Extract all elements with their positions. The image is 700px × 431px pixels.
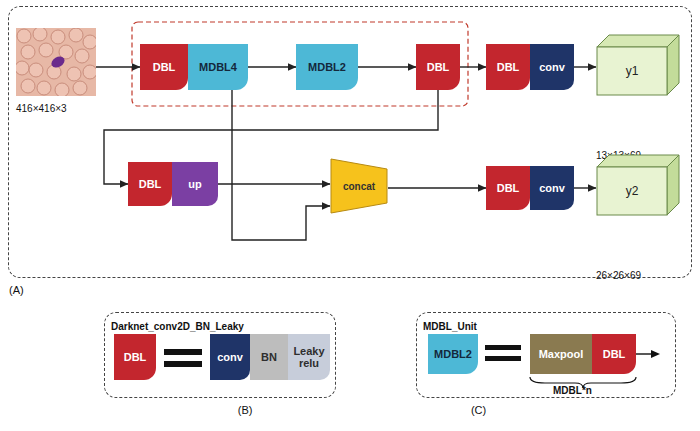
flow-arrow [388,187,486,188]
equals-bar [485,356,521,361]
node-text: conv [217,351,243,363]
conv-block: conv [530,166,574,210]
node-text: DBL [603,348,626,360]
dbl-block: DBL [128,162,172,206]
arrow-head [651,350,660,358]
dbl-block: DBL [416,44,460,90]
cell-image [16,28,96,96]
flow-arrow [358,66,416,67]
node-text: Maxpool [539,348,584,360]
node-text: 416×416×3 [16,103,67,114]
node-text: MDBL2 [434,348,472,360]
flow-arrow [574,187,596,188]
dbl-block: DBL [486,44,530,90]
concat-block: concat [330,158,388,214]
upsample-block: up [172,162,218,206]
maxpool-block: Maxpool [530,334,592,374]
mdbl-block: MDBL4 [188,44,248,90]
conv-block: conv [210,334,250,380]
flow-arrow [232,90,330,240]
node-text: 26×26×69 [596,270,641,281]
output-wire [636,353,652,354]
node-text: DBL [139,178,162,190]
panel-title: MDBL_Unit [423,321,477,332]
node-text: DBL [497,182,520,194]
flow-arrow [574,66,596,67]
equals-bar [164,349,202,355]
flow-arrow [248,66,296,67]
panel-caption: (C) [471,404,486,416]
repeat-label: MDBL*n [553,385,592,396]
node-text: BN [261,351,277,363]
equals-bar [485,345,521,350]
leaky-relu-block: Leaky relu [288,334,330,380]
input-image: 416×416×3 [16,28,96,112]
panel-title: Darknet_conv2D_BN_Leaky [111,321,244,332]
node-text: DBL [497,61,520,73]
node-text: y1 [597,47,667,95]
flow-arrow [218,183,330,184]
node-text: conv [539,61,565,73]
node-text: concat [330,158,388,214]
flow-arrow [460,66,486,67]
node-text: y2 [597,167,667,215]
group-outline [132,22,468,106]
equals-bar [164,361,202,367]
node-text: up [188,178,201,190]
dbl-block: DBL [140,44,188,90]
dbl-block: DBL [592,334,636,374]
panel-frame: (A)416×416×3DBLMDBL4MDBL2DBLDBLconvy113×… [8,6,692,278]
flow-arrow [96,66,140,67]
output-tensor: y113×13×69 [596,34,680,110]
dbl-block: DBL [114,334,156,380]
node-text: MDBL2 [308,61,346,73]
mdbl-block: MDBL2 [428,334,478,374]
panel-caption: (A) [9,284,24,296]
mdbl-block: MDBL2 [296,44,358,90]
dbl-block: DBL [486,166,530,210]
node-text: DBL [427,61,450,73]
panel-frame: MDBL_Unit(C)MDBL2MaxpoolDBL [416,312,676,398]
node-text: DBL [153,61,176,73]
panel-frame: Darknet_conv2D_BN_Leaky(B)DBLconvBNLeaky… [104,312,336,398]
node-text: Leaky relu [290,345,328,369]
conv-block: conv [530,44,574,90]
bn-block: BN [250,334,288,380]
node-text: conv [539,182,565,194]
panel-caption: (B) [238,404,253,416]
output-tensor: y226×26×69 [596,154,680,230]
node-text: MDBL4 [199,61,237,73]
node-text: DBL [124,351,147,363]
